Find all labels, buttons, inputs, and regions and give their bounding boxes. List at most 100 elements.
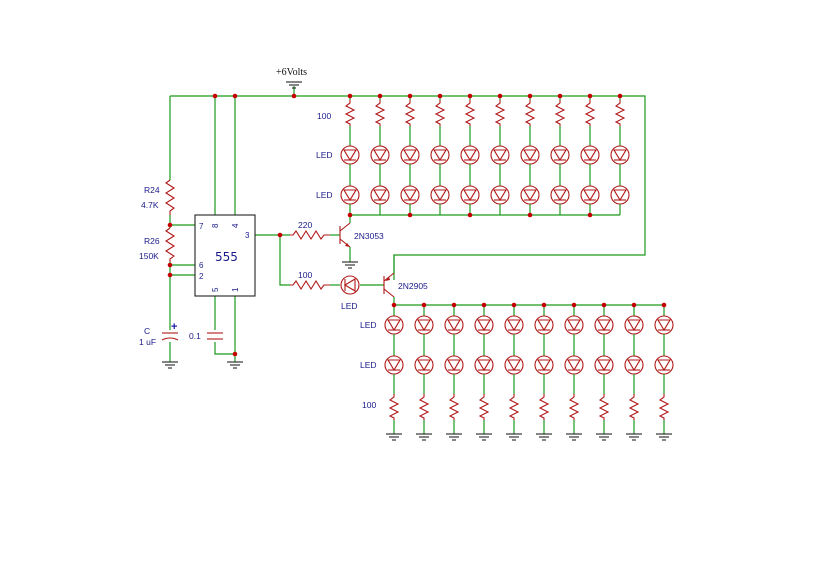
pnp-label: 2N2905: [398, 281, 428, 291]
top-led-column: [430, 93, 450, 215]
bottom-led-column: [624, 302, 644, 441]
led: [474, 355, 494, 375]
bottom-led-column: [444, 302, 464, 441]
ground-icon: [476, 433, 492, 441]
led: [504, 355, 524, 375]
bottom-led-column: [474, 302, 494, 441]
bottom-led-column: [594, 302, 614, 441]
led: [520, 185, 540, 205]
led: [430, 185, 450, 205]
resistor-r24: R24 4.7K: [141, 179, 176, 215]
ground-icon: [446, 433, 462, 441]
bottom-led-column: [654, 302, 674, 441]
led: [460, 145, 480, 165]
bottom-led-column: [534, 302, 554, 441]
pin-5-label: 5: [211, 287, 220, 292]
r24-name: R24: [144, 185, 160, 195]
capacitor-c-name: C: [144, 326, 150, 336]
bottom-bank-row1-label: LED: [360, 320, 377, 330]
led: [594, 315, 614, 335]
r26-name: R26: [144, 236, 160, 246]
pin-3-label: 3: [245, 231, 250, 240]
npn-label: 2N3053: [354, 231, 384, 241]
bottom-bank-resistor-label: 100: [362, 400, 376, 410]
resistor-220: 220: [290, 220, 340, 241]
bottom-bank-row2-label: LED: [360, 360, 377, 370]
ground-icon: [626, 433, 642, 441]
top-led-column: [550, 93, 570, 215]
led: [550, 145, 570, 165]
resistor-r26: R26 150K: [139, 227, 176, 262]
led: [624, 355, 644, 375]
ground-symbols: [162, 261, 358, 369]
ground-icon: [596, 433, 612, 441]
ground-icon: [506, 433, 522, 441]
ground-icon: [162, 361, 178, 369]
bottom-led-column: [504, 302, 524, 441]
top-led-column: [520, 93, 540, 218]
indicator-led: LED: [330, 275, 360, 311]
led: [444, 355, 464, 375]
bottom-led-column: [384, 305, 404, 441]
led: [340, 185, 360, 205]
led: [550, 185, 570, 205]
resistor-220-label: 220: [298, 220, 312, 230]
ground-icon: [342, 261, 358, 269]
led: [460, 185, 480, 205]
top-bank-row1-label: LED: [316, 150, 333, 160]
led: [384, 355, 404, 375]
led: [384, 315, 404, 335]
led: [370, 145, 390, 165]
led: [490, 145, 510, 165]
supply-terminal: +6Volts: [276, 67, 307, 89]
pin-6-label: 6: [199, 261, 204, 270]
timer-555: 555 7 8 4 3 6 2 5 1: [194, 214, 256, 297]
led: [534, 315, 554, 335]
capacitor-c: + C 1 uF: [139, 321, 179, 347]
top-led-bank: [340, 93, 630, 218]
led: [400, 145, 420, 165]
led: [444, 315, 464, 335]
led: [654, 355, 674, 375]
ground-icon: [656, 433, 672, 441]
led: [610, 185, 630, 205]
resistor-100-base: 100: [290, 270, 330, 291]
ground-icon: [386, 433, 402, 441]
timer-label: 555: [215, 250, 238, 264]
ground-icon: [416, 433, 432, 441]
led: [594, 355, 614, 375]
transistor-npn: 2N3053: [339, 215, 384, 262]
transistor-pnp: 2N2905: [383, 255, 428, 305]
bottom-led-bank: [384, 302, 674, 441]
led: [534, 355, 554, 375]
resistor-100-base-label: 100: [298, 270, 312, 280]
led: [414, 315, 434, 335]
pin-7-label: 7: [199, 222, 204, 231]
capacitor-01-value: 0.1: [189, 331, 201, 341]
pin-1-label: 1: [231, 287, 240, 292]
led: [414, 355, 434, 375]
pin-8-label: 8: [211, 223, 220, 228]
led: [430, 145, 450, 165]
pin-4-label: 4: [231, 223, 240, 228]
indicator-led-label: LED: [341, 301, 358, 311]
pin-2-label: 2: [199, 272, 204, 281]
wiring: [169, 86, 665, 362]
r24-value: 4.7K: [141, 200, 159, 210]
ground-icon: [536, 433, 552, 441]
ground-icon: [227, 361, 243, 369]
bottom-led-column: [414, 302, 434, 441]
led: [474, 315, 494, 335]
led: [610, 145, 630, 165]
top-bank-row2-label: LED: [316, 190, 333, 200]
led: [580, 145, 600, 165]
top-bank-resistor-label: 100: [317, 111, 331, 121]
led: [564, 315, 584, 335]
top-led-column: [340, 93, 360, 215]
led: [340, 145, 360, 165]
timer-body: [194, 214, 256, 297]
led: [490, 185, 510, 205]
top-led-column: [460, 93, 480, 218]
r26-value: 150K: [139, 251, 159, 261]
